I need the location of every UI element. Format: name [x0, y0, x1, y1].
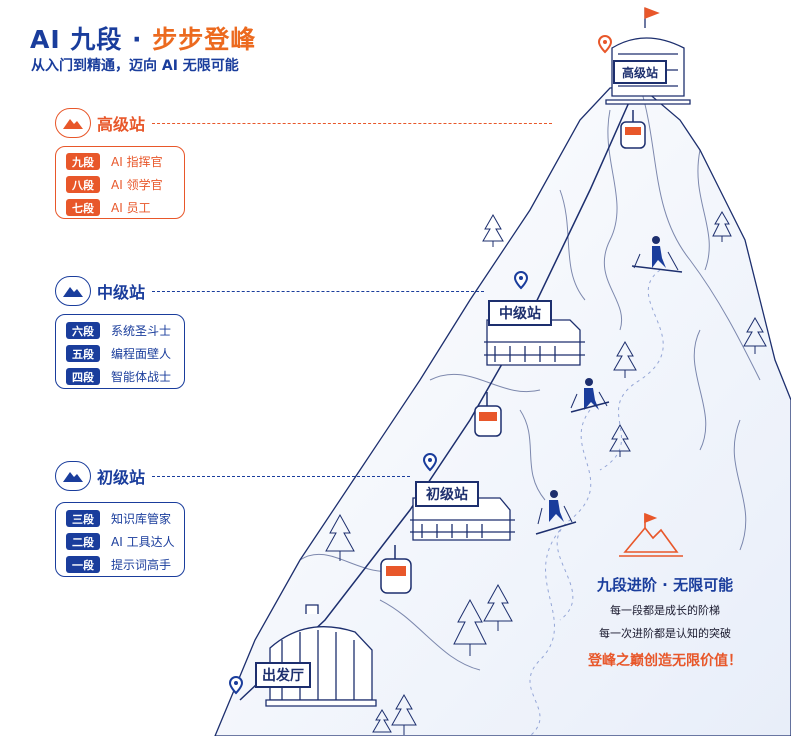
- rank-title: AI 指挥官: [111, 155, 163, 169]
- mountain-icon: [55, 276, 91, 306]
- section-header-beginner: 初级站: [55, 461, 145, 491]
- gondola-icon: [474, 392, 502, 437]
- skier-icon: [570, 378, 610, 413]
- skier-icon: [631, 236, 683, 273]
- tree-icon: [743, 316, 767, 354]
- tree-icon: [372, 709, 392, 733]
- gondola-icon: [380, 545, 412, 594]
- tree-icon: [613, 340, 637, 378]
- cta-title: 九段进阶 · 无限可能: [596, 576, 734, 594]
- tree-icon: [391, 693, 417, 735]
- cta-slogan: 登峰之巅创造无限价值！: [588, 653, 742, 669]
- rank-badge: 三段: [66, 510, 100, 527]
- ski-tracks: [529, 269, 664, 736]
- rank-badge: 六段: [66, 322, 100, 339]
- station-sign-mid: 中级站: [488, 300, 552, 326]
- page-subtitle: 从入门到精通，迈向 AI 无限可能: [31, 58, 239, 74]
- section-connector-advanced: [152, 123, 552, 124]
- top-station-building: [605, 7, 691, 105]
- rank-box-advanced: 九段 AI 指挥官 八段 AI 领学官 七段 AI 员工: [55, 146, 185, 219]
- mid-station-building: [484, 319, 585, 366]
- rank-badge: 四段: [66, 368, 100, 385]
- tree-icon: [325, 513, 355, 561]
- section-header-advanced: 高级站: [55, 108, 145, 138]
- rank-title: 编程面壁人: [111, 347, 172, 361]
- mountain-icon: [55, 461, 91, 491]
- rank-badge: 一段: [66, 556, 100, 573]
- rank-badge: 八段: [66, 176, 100, 193]
- rank-badge: 五段: [66, 345, 100, 362]
- rank-title: 系统圣斗士: [111, 324, 172, 338]
- gondola-icon: [620, 110, 646, 149]
- rank-box-beginner: 三段知识库管家 二段 AI 工具达人 一段提示词高手: [55, 502, 185, 577]
- location-pin-icon: [597, 34, 613, 54]
- rank-title: AI 领学官: [111, 178, 163, 192]
- title-main: AI 九段 ·: [30, 25, 153, 54]
- section-connector-intermediate: [152, 291, 484, 292]
- tree-icon: [482, 213, 504, 247]
- station-sign-base: 出发厅: [255, 662, 311, 688]
- rank-row: 七段 AI 员工: [66, 196, 184, 219]
- title-highlight: 步步登峰: [152, 25, 257, 54]
- location-pin-icon: [513, 270, 529, 290]
- rank-row: 四段智能体战士: [66, 365, 184, 388]
- rank-row: 六段系统圣斗士: [66, 319, 184, 342]
- rank-title: AI 工具达人: [111, 535, 175, 549]
- rank-badge: 九段: [66, 153, 100, 170]
- skier-icon: [535, 490, 577, 535]
- section-header-intermediate: 中级站: [55, 276, 145, 306]
- rank-title: 知识库管家: [111, 512, 172, 526]
- section-label-advanced: 高级站: [97, 115, 146, 134]
- rank-title: AI 员工: [111, 201, 151, 215]
- section-connector-beginner: [152, 476, 410, 477]
- rank-row: 三段知识库管家: [66, 507, 184, 530]
- section-label-intermediate: 中级站: [97, 283, 146, 302]
- tree-group: [325, 211, 767, 735]
- cta-block: 九段进阶 · 无限可能 每一段都是成长的阶梯 每一次进阶都是认知的突破 登峰之巅…: [560, 570, 770, 670]
- rank-badge: 二段: [66, 533, 100, 550]
- rank-row: 九段 AI 指挥官: [66, 150, 184, 173]
- rank-row: 一段提示词高手: [66, 553, 184, 576]
- station-sign-low: 初级站: [415, 481, 479, 507]
- low-station-building: [410, 497, 515, 541]
- tree-icon: [453, 598, 487, 656]
- rank-title: 提示词高手: [111, 558, 172, 572]
- cable-line: [239, 99, 631, 701]
- cta-line-1: 每一段都是成长的阶梯: [610, 604, 720, 617]
- tree-icon: [609, 423, 631, 457]
- rank-row: 二段 AI 工具达人: [66, 530, 184, 553]
- mountain-ridges: [299, 85, 761, 671]
- rank-row: 八段 AI 领学官: [66, 173, 184, 196]
- rank-badge: 七段: [66, 199, 100, 216]
- station-sign-top: 高级站: [613, 60, 667, 84]
- tree-icon: [483, 583, 513, 631]
- summit-flag-icon: [619, 512, 683, 557]
- rank-row: 五段编程面壁人: [66, 342, 184, 365]
- cta-line-2: 每一次进阶都是认知的突破: [599, 627, 731, 640]
- mountain-icon: [55, 108, 91, 138]
- section-label-beginner: 初级站: [97, 468, 146, 487]
- rank-box-intermediate: 六段系统圣斗士 五段编程面壁人 四段智能体战士: [55, 314, 185, 389]
- location-pin-icon: [228, 675, 244, 695]
- tree-icon: [712, 211, 732, 242]
- rank-title: 智能体战士: [111, 370, 172, 384]
- location-pin-icon: [422, 452, 438, 472]
- page-title: AI 九段 · 步步登峰: [30, 20, 256, 56]
